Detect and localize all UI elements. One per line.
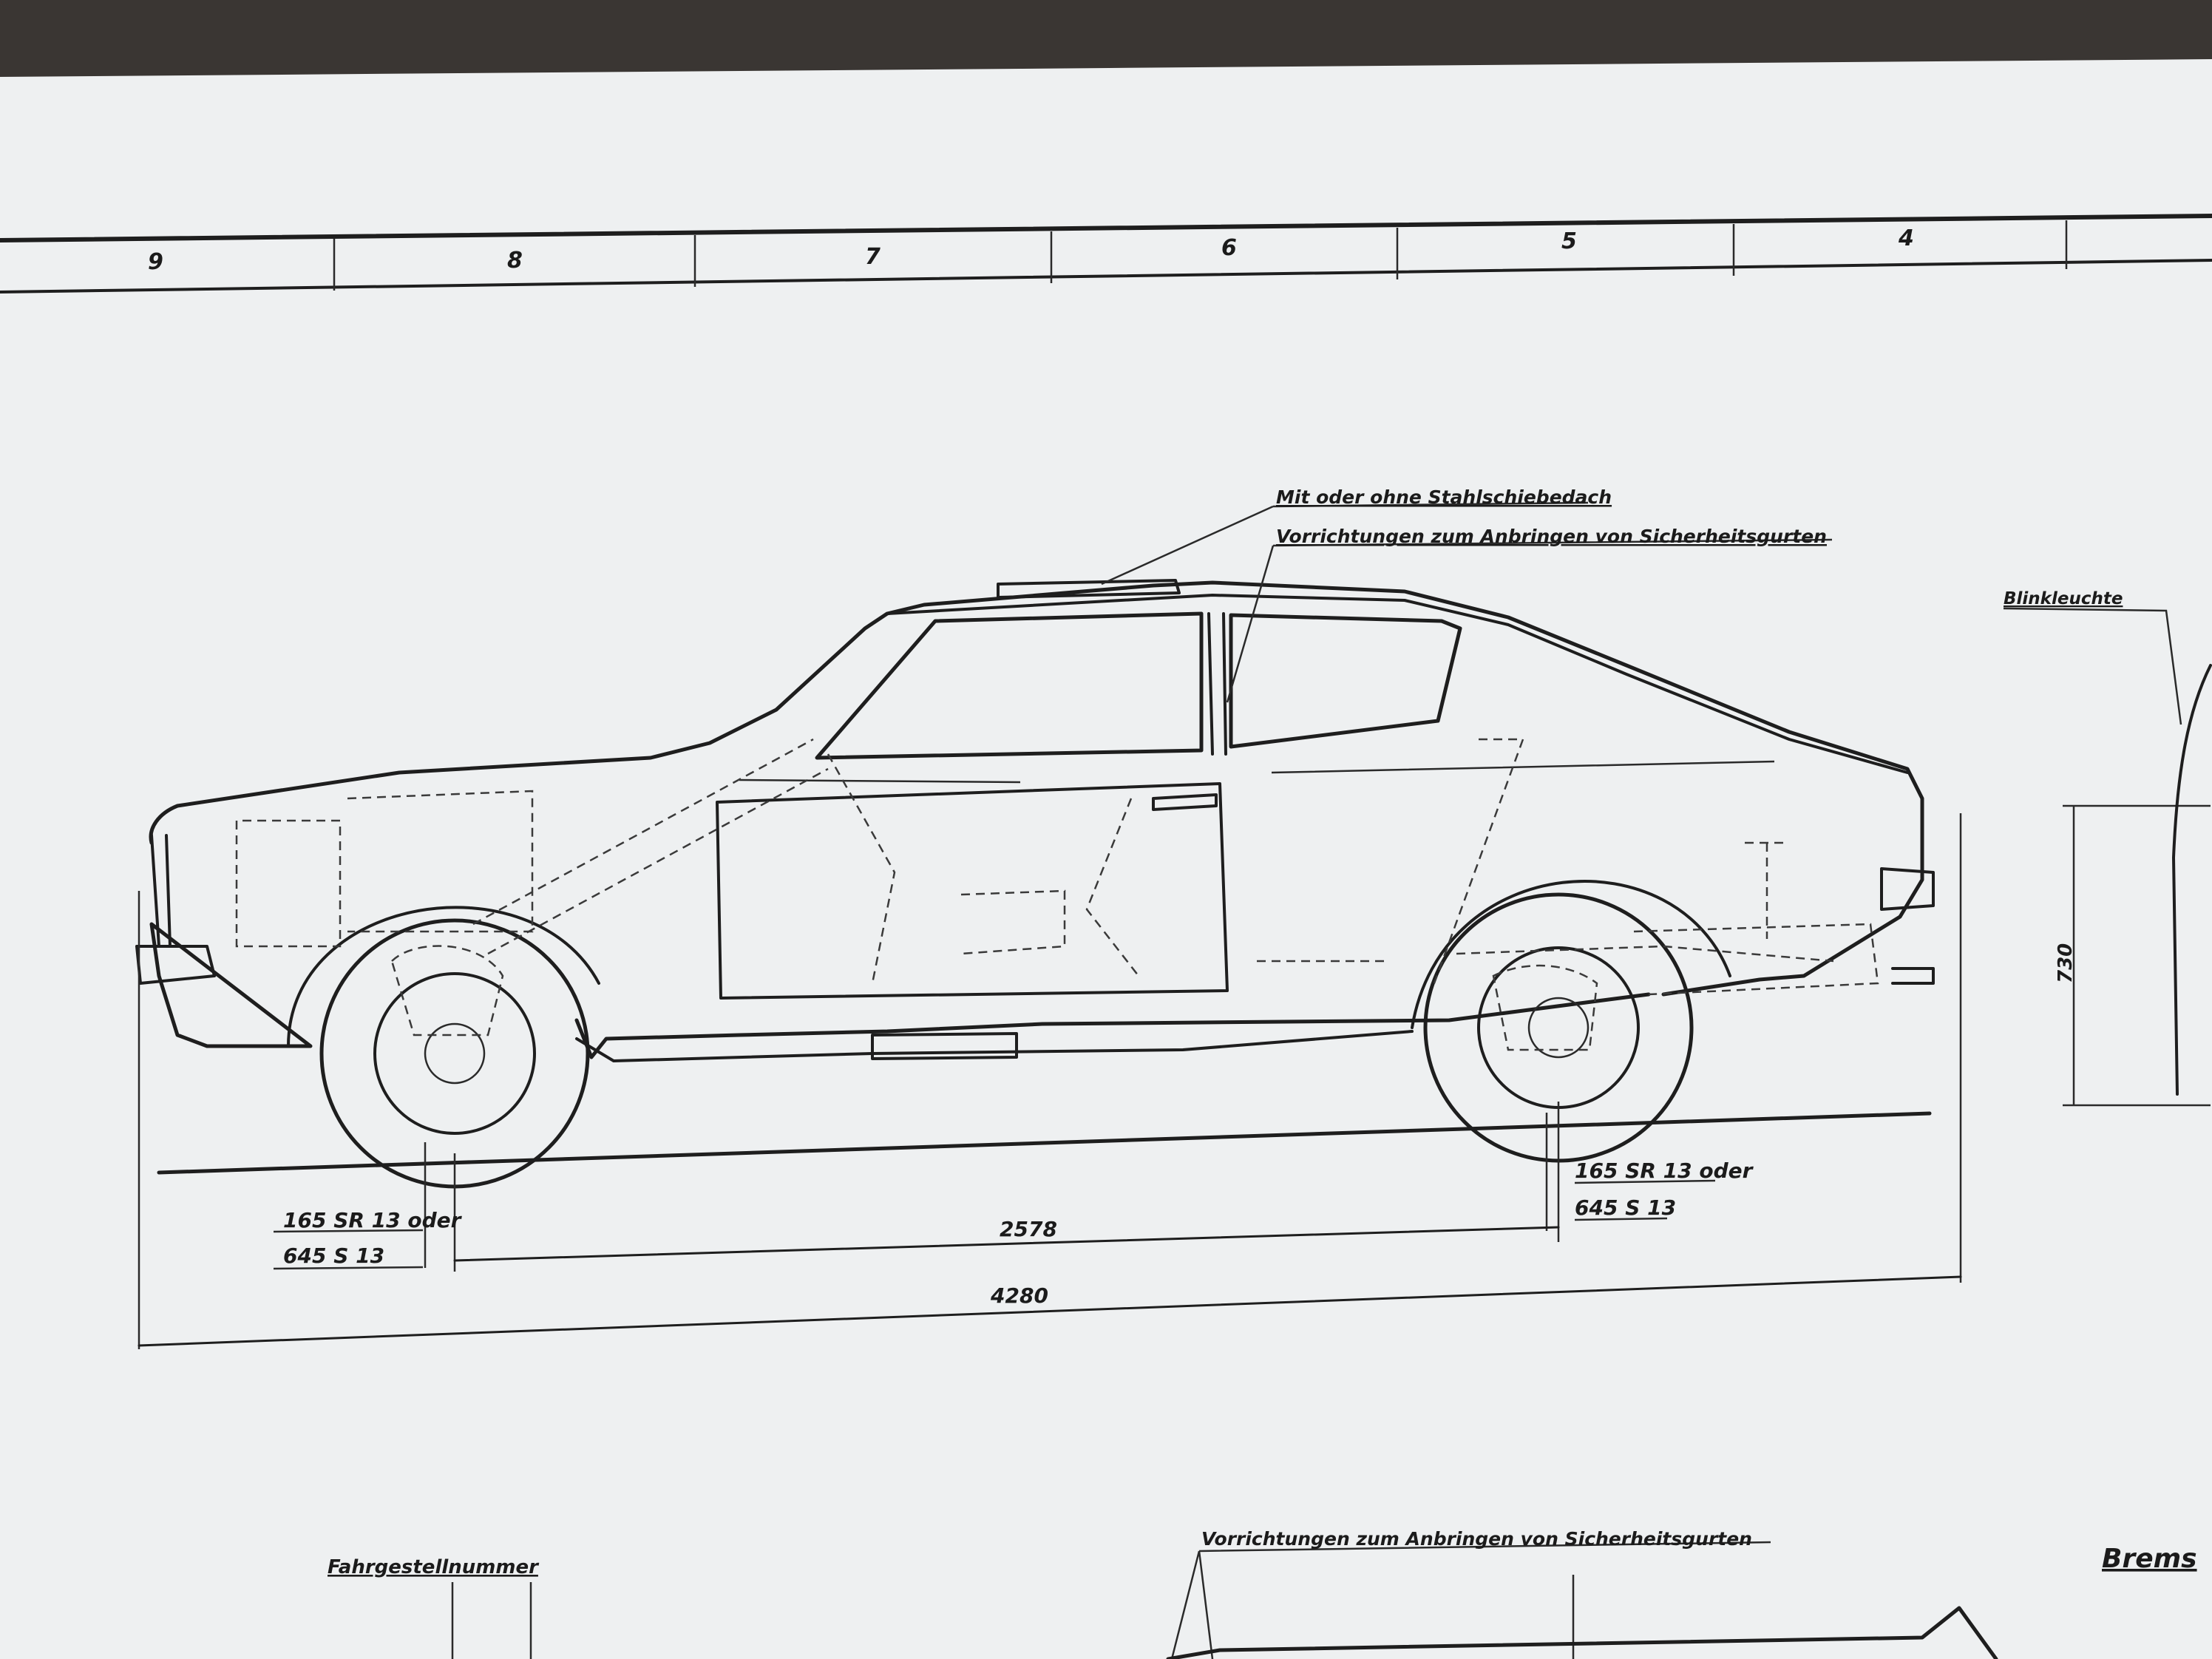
chassis-number-label: Fahrgestellnummer <box>328 1556 540 1578</box>
wheelbase-dimension: 2578 <box>1000 1217 1057 1241</box>
brake-label: Brems <box>2102 1544 2197 1574</box>
ruler-cell-4: 4 <box>1898 225 1914 251</box>
leader-lines <box>1101 501 2182 1659</box>
car-side-view <box>135 579 1935 1189</box>
ruler-cell-5: 5 <box>1561 228 1577 254</box>
grid-ruler: 9 8 7 6 5 4 <box>0 214 2212 294</box>
ruler-cell-7: 7 <box>865 244 881 270</box>
overall-length-dimension: 4280 <box>990 1283 1048 1308</box>
indicator-label: Blinkleuchte <box>2004 589 2123 608</box>
rear-tyre-line2: 645 S 13 <box>1575 1195 1676 1220</box>
front-tyre-line1: 165 SR 13 oder <box>283 1208 463 1232</box>
front-tyre-line2: 645 S 13 <box>283 1244 384 1268</box>
ruler-cell-9: 9 <box>148 249 163 275</box>
sunroof-label: Mit oder ohne Stahlschiebedach <box>1276 486 1612 508</box>
lower-seatbelt-label: Vorrichtungen zum Anbringen von Sicherhe… <box>1201 1528 1752 1550</box>
rear-tyre-line1: 165 SR 13 oder <box>1575 1158 1754 1183</box>
ruler-cell-6: 6 <box>1221 235 1237 261</box>
seatbelt-label: Vorrichtungen zum Anbringen von Sicherhe… <box>1276 526 1827 547</box>
lower-drawing: Fahrgestellnummer Vorrichtungen zum Anbr… <box>328 1528 2197 1659</box>
dimension-lines <box>138 664 2212 1349</box>
ruler-cell-8: 8 <box>507 248 523 274</box>
rear-height-dimension: 730 <box>2055 943 2077 983</box>
